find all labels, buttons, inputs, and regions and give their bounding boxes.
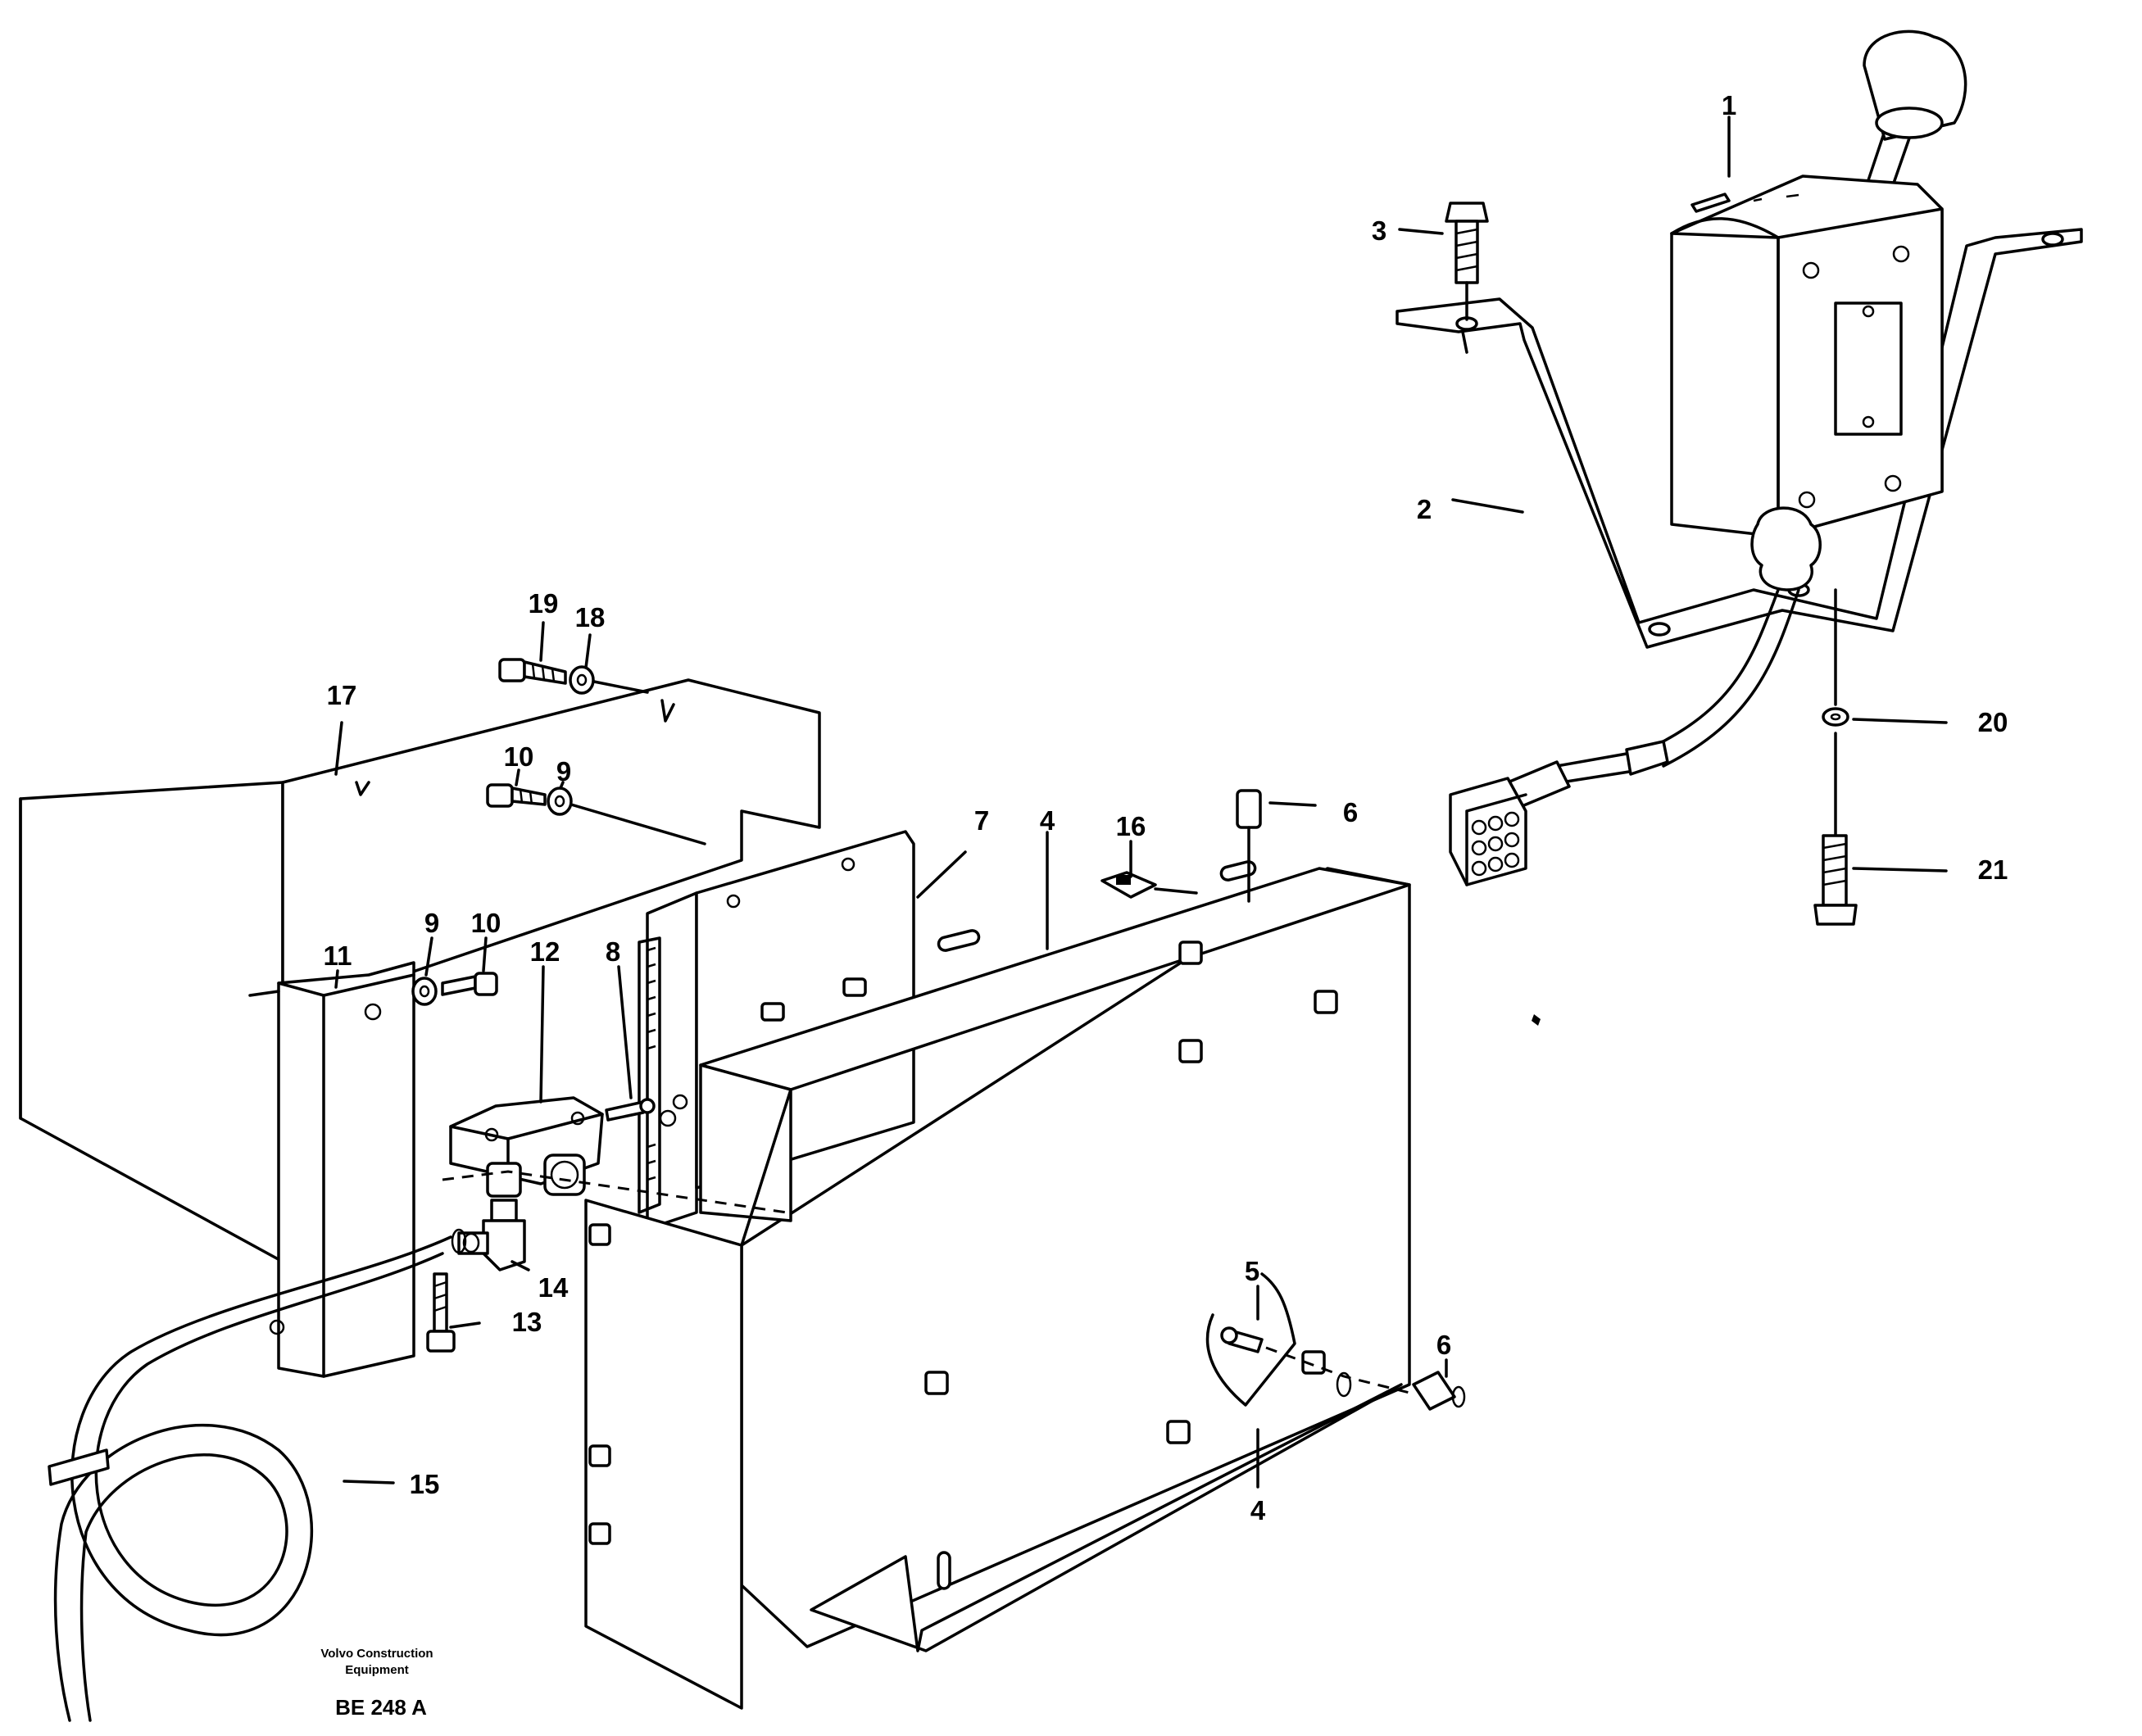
screw-10-lower — [441, 972, 498, 996]
screw-13 — [426, 1272, 456, 1353]
bracket-panel-17 — [19, 678, 821, 1263]
callout-6-bottom: 6 — [1436, 1330, 1451, 1360]
pin-8 — [605, 1098, 656, 1122]
callout-14: 14 — [538, 1272, 569, 1303]
bolt-3 — [1445, 202, 1489, 321]
credit-line-2: Equipment — [345, 1663, 409, 1677]
screw-10-upper — [486, 783, 547, 808]
callout-1: 1 — [1722, 90, 1736, 120]
callout-7: 7 — [974, 805, 989, 836]
callout-21: 21 — [1978, 854, 2008, 885]
callout-19: 19 — [529, 588, 559, 619]
screw-19 — [498, 658, 567, 685]
callout-17: 17 — [327, 680, 357, 710]
callout-15: 15 — [410, 1469, 440, 1499]
callout-10-upper: 10 — [504, 741, 534, 772]
callout-3: 3 — [1372, 215, 1386, 246]
relay-box-11 — [248, 961, 415, 1378]
connection-line — [442, 1170, 787, 1214]
washer-20 — [1822, 588, 1849, 727]
control-lever-1 — [1670, 29, 1967, 592]
enclosure-4 — [584, 860, 1411, 1710]
callout-labels: 1 2 3 4 4 5 6 6 7 8 9 9 10 10 11 12 13 1… — [324, 90, 2008, 1525]
drawing-code: BE 248 A — [335, 1695, 427, 1720]
stray-mark — [1532, 1014, 1541, 1026]
lever-cable — [1449, 588, 1800, 886]
washer-9-lower — [411, 977, 438, 1006]
cable-clip-16 — [1100, 871, 1198, 899]
tube-15 — [48, 1228, 467, 1722]
spacer-6-top — [1236, 789, 1262, 903]
washer-18 — [569, 665, 649, 695]
elbow-fitting-14 — [457, 1199, 526, 1271]
callout-18: 18 — [575, 602, 606, 632]
v-bracket-2 — [1395, 228, 2083, 649]
callout-12: 12 — [530, 936, 560, 967]
callout-16: 16 — [1116, 811, 1146, 841]
callout-11: 11 — [324, 941, 352, 971]
callout-9-lower: 9 — [424, 908, 439, 938]
callout-13: 13 — [512, 1307, 542, 1337]
spacer-6-bottom — [1412, 1371, 1466, 1411]
callout-4-bottom: 4 — [1250, 1495, 1266, 1525]
bolt-21 — [1813, 732, 1858, 926]
screw-5 — [1220, 1326, 1410, 1398]
callout-4-top: 4 — [1040, 805, 1055, 836]
callout-20: 20 — [1978, 707, 2008, 737]
callout-5: 5 — [1245, 1256, 1259, 1286]
callout-9-upper: 9 — [556, 756, 571, 786]
leader-lines — [334, 116, 1948, 1489]
callout-2: 2 — [1417, 494, 1432, 524]
credit-block: Volvo Construction Equipment BE 248 A — [320, 1647, 433, 1720]
callout-6-top: 6 — [1343, 797, 1358, 827]
credit-line-1: Volvo Construction — [320, 1647, 433, 1661]
callout-10-lower: 10 — [471, 908, 501, 938]
callout-8: 8 — [606, 936, 620, 967]
